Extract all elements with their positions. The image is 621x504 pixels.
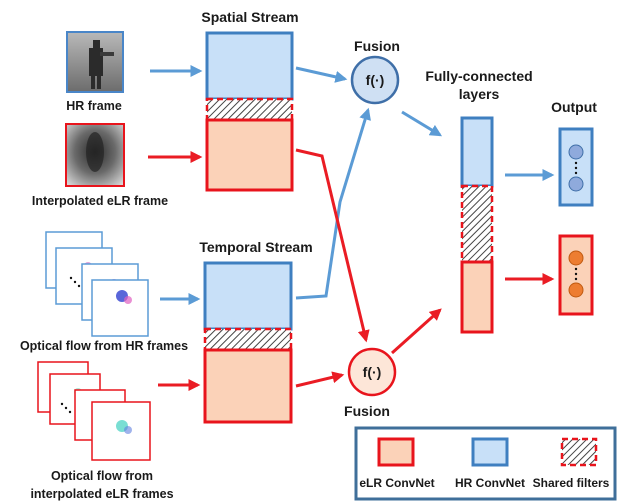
arrow-temporal-hr-to-fusion bbox=[295, 107, 371, 300]
legend-shared-swatch bbox=[560, 437, 598, 467]
fc-shared-block bbox=[460, 184, 494, 264]
hr-frame-thumbnail bbox=[66, 31, 124, 93]
spatial-elr-convnet bbox=[205, 118, 294, 192]
legend-elr-swatch bbox=[377, 437, 415, 467]
legend-shared-label: Shared filters bbox=[533, 476, 610, 490]
temporal-shared-filters bbox=[203, 327, 293, 352]
output-elr bbox=[558, 234, 594, 316]
legend-hr-label: HR ConvNet bbox=[455, 476, 525, 490]
output-title: Output bbox=[551, 99, 597, 115]
fc-hr-block bbox=[460, 116, 494, 188]
legend-hr-swatch bbox=[471, 437, 509, 467]
arrow-temporal-elr-to-fusion bbox=[295, 371, 345, 388]
hr-frame-label: HR frame bbox=[66, 99, 122, 113]
arrow-fusion-top-to-fc bbox=[401, 110, 443, 137]
elr-frame-thumbnail bbox=[65, 123, 125, 187]
temporal-hr-convnet bbox=[203, 261, 293, 331]
temporal-stream-title: Temporal Stream bbox=[199, 239, 312, 255]
fc-elr-block bbox=[460, 260, 494, 334]
fusion-node-top: f(·) bbox=[350, 55, 400, 105]
fusion-bottom-symbol: f(·) bbox=[363, 364, 382, 380]
legend: eLR ConvNet HR ConvNet Shared filters bbox=[354, 426, 617, 501]
elr-flow-label-line2: interpolated eLR frames bbox=[30, 487, 173, 501]
elr-optical-flow-stack bbox=[37, 361, 151, 461]
spatial-stream-title: Spatial Stream bbox=[201, 9, 298, 25]
arrow-spatial-hr-to-fusion bbox=[295, 66, 348, 83]
fusion-bottom-label: Fusion bbox=[344, 403, 390, 419]
arrow-spatial-elr-to-fusion bbox=[295, 148, 370, 343]
fc-title-line2: layers bbox=[459, 86, 500, 102]
hr-flow-label: Optical flow from HR frames bbox=[20, 339, 188, 353]
output-hr bbox=[558, 127, 594, 207]
elr-flow-label-line1: Optical flow from bbox=[51, 469, 153, 483]
arrow-fusion-bottom-to-fc bbox=[390, 308, 442, 355]
hr-optical-flow-stack bbox=[45, 231, 149, 337]
elr-frame-label: Interpolated eLR frame bbox=[32, 194, 168, 208]
fusion-node-bottom: f(·) bbox=[347, 347, 397, 397]
legend-elr-label: eLR ConvNet bbox=[359, 476, 434, 490]
spatial-hr-convnet bbox=[205, 31, 294, 101]
fusion-top-label: Fusion bbox=[354, 38, 400, 54]
temporal-elr-convnet bbox=[203, 348, 293, 424]
fusion-top-symbol: f(·) bbox=[366, 72, 385, 88]
spatial-shared-filters bbox=[205, 97, 294, 122]
fc-title-line1: Fully-connected bbox=[425, 68, 532, 84]
arrows bbox=[148, 65, 555, 391]
